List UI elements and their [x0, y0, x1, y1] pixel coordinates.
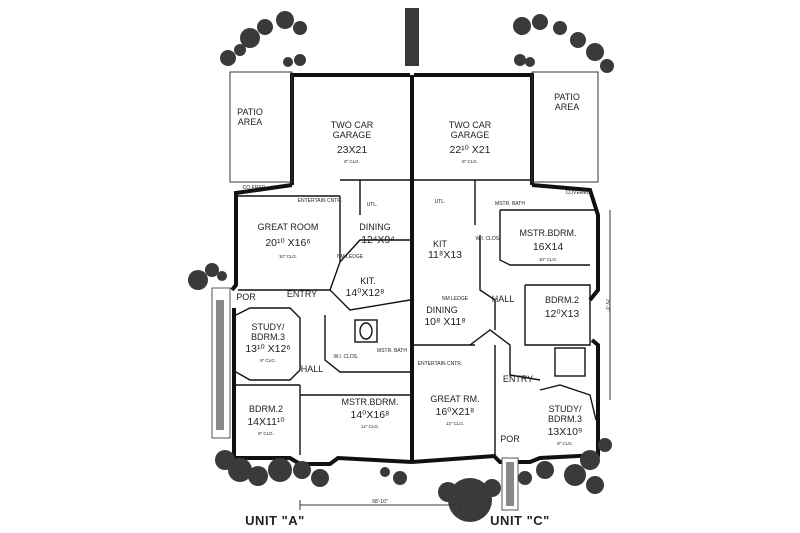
- por-c-label: POR: [500, 434, 520, 444]
- study-a-dim: 13¹⁰ X12⁶: [245, 343, 290, 355]
- nm-ledge-a-label: NM LEDGE: [337, 254, 364, 260]
- entry-a-label: ENTRY: [287, 289, 317, 299]
- mstr-a-dim: 14⁰X16⁸: [350, 409, 389, 421]
- garage-c-label-2: GARAGE: [451, 130, 490, 140]
- bdrm2-c-label: BDRM.2: [545, 295, 579, 305]
- study-c-label-2: BDRM.3: [548, 414, 582, 424]
- patio-right-label-1: PATIO: [554, 92, 580, 102]
- garage-a-label-2: GARAGE: [333, 130, 372, 140]
- covered-c-label: COVERED: [566, 190, 591, 196]
- mstr-bath-a-label: MSTR. BATH: [377, 348, 407, 354]
- hall-c-label: HALL: [492, 294, 515, 304]
- study-c-dim: 13X10⁹: [548, 426, 583, 438]
- wi-clos-c-label: W.I. CLOS.: [475, 236, 500, 242]
- great-room-a-dim: 20¹⁰ X16⁶: [265, 237, 310, 249]
- hedge-left-fill: [216, 300, 224, 430]
- great-room-a-clg: 10" CLG.: [279, 254, 297, 259]
- entertain-a-label: ENTERTAIN CNTR.: [298, 198, 343, 204]
- interior-walls-c: [414, 179, 597, 455]
- covered-a-label: CO.ERED: [243, 185, 266, 191]
- dining-a-label: DINING: [359, 222, 391, 232]
- patio-left: [229, 71, 293, 183]
- kit-a-label: KIT.: [360, 276, 376, 286]
- study-a-clg: 9" CLG.: [260, 358, 276, 363]
- mstr-a-clg: 12" CLG.: [361, 424, 379, 429]
- unit-a-title: UNIT "A": [245, 513, 305, 528]
- kit-c-dim: 11⁸X13: [428, 249, 462, 261]
- study-a-label-1: STUDY/: [251, 322, 285, 332]
- garage-a-dim: 23X21: [337, 144, 368, 156]
- bdrm2-a-clg: 9" CLG.: [258, 431, 274, 436]
- study-c-clg: 9" CLG.: [557, 441, 573, 446]
- garage-a-clg: 8" CLG.: [344, 159, 360, 164]
- mstr-bdrm-c-dim: 16X14: [533, 241, 564, 253]
- mstr-a-label: MSTR.BDRM.: [342, 397, 399, 407]
- garage-a-label-1: TWO CAR: [331, 120, 374, 130]
- unit-c-title: UNIT "C": [490, 513, 550, 528]
- landscaping-top: [220, 8, 614, 73]
- bdrm2-c-dim: 12⁰X13: [545, 308, 580, 320]
- overall-width-label: 68'-10": [372, 499, 388, 505]
- bdrm2-a-dim: 14X11¹⁰: [247, 416, 285, 428]
- mstr-bath-c-label: MSTR. BATH: [495, 201, 525, 207]
- great-rm-c-clg: 12" CLG.: [446, 421, 464, 426]
- dining-c-dim: 10⁸ X11⁸: [424, 316, 465, 328]
- study-a-label-2: BDRM.3: [251, 332, 285, 342]
- garage-c-label-1: TWO CAR: [449, 120, 492, 130]
- great-room-a-label: GREAT ROOM: [258, 222, 319, 232]
- entry-c-label: ENTRY: [503, 374, 533, 384]
- building-walls: [230, 73, 600, 466]
- patio-right: [531, 71, 599, 183]
- great-rm-c-dim: 16⁰X21⁸: [435, 406, 474, 418]
- util-c-label: UTL.: [435, 199, 446, 205]
- nm-ledge-c-label: NM LEDGE: [442, 296, 469, 302]
- wi-clos-a-label: W.I. CLOS.: [333, 354, 358, 360]
- study-c-label-1: STUDY/: [548, 404, 582, 414]
- interior-walls-a: [235, 179, 411, 455]
- great-rm-c-label: GREAT RM.: [430, 394, 479, 404]
- patio-right-label-2: AREA: [555, 102, 580, 112]
- garage-c-clg: 8" CLG.: [462, 159, 478, 164]
- kit-c-label: KIT: [433, 239, 448, 249]
- mstr-bdrm-c-label: MSTR.BDRM.: [520, 228, 577, 238]
- overall-depth-label: 75'-3": [604, 299, 610, 312]
- dining-c-label: DINING: [426, 305, 458, 315]
- kit-a-dim: 14⁰X12⁸: [345, 287, 384, 299]
- patio-left-label-2: AREA: [238, 117, 263, 127]
- util-a-label: UTL.: [367, 202, 378, 208]
- patio-left-label-1: PATIO: [237, 107, 263, 117]
- dining-a-dim: 12⁴X9⁴: [361, 234, 395, 246]
- hall-a-label: HALL: [301, 364, 324, 374]
- entertain-c-label: ENTERTAIN CNTR.: [418, 361, 463, 367]
- bdrm2-a-label: BDRM.2: [249, 404, 283, 414]
- mstr-bdrm-c-clg: 10" CLG.: [539, 257, 557, 262]
- por-a-label: POR: [236, 292, 256, 302]
- garage-c-dim: 22¹⁰ X21: [450, 144, 491, 156]
